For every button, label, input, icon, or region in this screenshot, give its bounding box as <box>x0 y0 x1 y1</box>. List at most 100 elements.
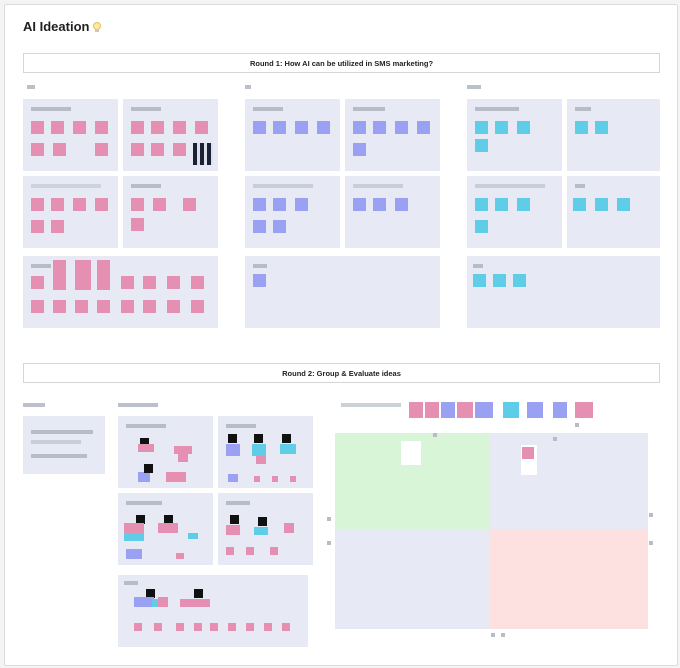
sticky-note[interactable] <box>191 276 204 289</box>
sticky-note[interactable] <box>475 198 488 211</box>
sticky-note[interactable] <box>573 198 586 211</box>
sticky-note[interactable] <box>226 444 240 456</box>
sticky-note[interactable] <box>246 623 254 631</box>
sticky-note[interactable] <box>138 444 154 452</box>
sticky-note[interactable] <box>295 121 308 134</box>
sticky-note[interactable] <box>131 121 144 134</box>
cluster-blue-5[interactable] <box>245 256 440 328</box>
sticky-note[interactable] <box>273 198 286 211</box>
cluster-pink-4[interactable] <box>123 176 218 248</box>
sticky-note[interactable] <box>173 143 186 156</box>
sticky-note[interactable] <box>31 143 44 156</box>
sticky-note[interactable] <box>134 623 142 631</box>
sticky-note[interactable] <box>575 121 588 134</box>
sticky-note[interactable] <box>517 198 530 211</box>
sticky-note[interactable] <box>126 549 142 559</box>
cluster-cyan-3[interactable] <box>467 176 562 248</box>
sticky-note[interactable] <box>254 476 260 482</box>
sticky-note[interactable] <box>595 121 608 134</box>
sticky-note[interactable] <box>143 276 156 289</box>
whiteboard-canvas[interactable]: AI Ideation Round 1: How AI can be utili… <box>4 4 678 666</box>
sticky-note[interactable] <box>31 198 44 211</box>
sticky-note[interactable] <box>51 198 64 211</box>
sticky-note[interactable] <box>595 198 608 211</box>
sticky-note[interactable] <box>495 121 508 134</box>
sticky-note[interactable] <box>158 597 168 607</box>
sticky-note[interactable] <box>273 121 286 134</box>
sticky-note[interactable] <box>425 402 439 418</box>
sticky-note[interactable] <box>228 623 236 631</box>
sticky-note[interactable] <box>272 476 278 482</box>
cluster-blue-4[interactable] <box>345 176 440 248</box>
sticky-note[interactable] <box>517 121 530 134</box>
sticky-note[interactable] <box>228 474 238 482</box>
group-cluster-5[interactable] <box>118 575 308 647</box>
sticky-note[interactable] <box>527 402 543 418</box>
sticky-note[interactable] <box>95 121 108 134</box>
sticky-note[interactable] <box>495 198 508 211</box>
sticky-note[interactable] <box>475 121 488 134</box>
sticky-note[interactable] <box>373 121 386 134</box>
quadrant-bottom-right[interactable] <box>490 529 648 629</box>
sticky-note[interactable] <box>290 476 296 482</box>
sticky-note[interactable] <box>253 121 266 134</box>
sticky-note[interactable] <box>409 402 423 418</box>
sticky-note[interactable] <box>295 198 308 211</box>
group-cluster-4[interactable] <box>218 493 313 565</box>
sticky-note[interactable] <box>254 527 268 535</box>
sticky-note[interactable] <box>73 198 86 211</box>
cluster-blue-3[interactable] <box>245 176 340 248</box>
sticky-note[interactable] <box>121 276 134 289</box>
sticky-note[interactable] <box>31 300 44 313</box>
sticky-note[interactable] <box>373 198 386 211</box>
sticky-note[interactable] <box>503 402 519 418</box>
sticky-note[interactable] <box>174 446 192 454</box>
sticky-note[interactable] <box>154 623 162 631</box>
sticky-note[interactable] <box>273 220 286 233</box>
sticky-note[interactable] <box>210 623 218 631</box>
sticky-note[interactable] <box>284 523 294 533</box>
sticky-note[interactable] <box>151 143 164 156</box>
sticky-note[interactable] <box>75 300 88 313</box>
group-cluster-3[interactable] <box>118 493 213 565</box>
sticky-note[interactable] <box>475 220 488 233</box>
group-cluster-2[interactable] <box>218 416 313 488</box>
quadrant-top-right[interactable] <box>490 433 648 529</box>
sticky-note[interactable] <box>493 274 506 287</box>
cluster-pink-5[interactable] <box>23 256 218 328</box>
sticky-note[interactable] <box>253 198 266 211</box>
group-cluster-1[interactable] <box>118 416 213 488</box>
sticky-note[interactable] <box>353 198 366 211</box>
sticky-note[interactable] <box>188 533 198 539</box>
sticky-note[interactable] <box>475 139 488 152</box>
sticky-note[interactable] <box>270 547 278 555</box>
sticky-note[interactable] <box>131 218 144 231</box>
sticky-note[interactable] <box>138 472 150 482</box>
image-thumbnail[interactable] <box>193 143 213 165</box>
sticky-note[interactable] <box>73 121 86 134</box>
sticky-note[interactable] <box>131 198 144 211</box>
instructions-card[interactable] <box>23 416 105 474</box>
quadrant-bottom-left[interactable] <box>335 529 490 629</box>
sticky-note[interactable] <box>143 300 156 313</box>
sticky-note[interactable] <box>441 402 455 418</box>
sticky-note[interactable] <box>191 300 204 313</box>
sticky-note[interactable] <box>53 300 66 313</box>
sticky-note[interactable] <box>151 121 164 134</box>
sticky-note[interactable] <box>95 143 108 156</box>
sticky-note[interactable] <box>95 198 108 211</box>
sticky-note[interactable] <box>617 198 630 211</box>
sticky-note[interactable] <box>31 121 44 134</box>
sticky-note[interactable] <box>252 444 266 456</box>
sticky-note[interactable] <box>417 121 430 134</box>
sticky-note[interactable] <box>246 547 254 555</box>
sticky-note[interactable] <box>75 260 91 290</box>
sticky-note[interactable] <box>264 623 272 631</box>
sticky-note[interactable] <box>253 220 266 233</box>
sticky-note[interactable] <box>513 274 526 287</box>
sticky-note[interactable] <box>195 121 208 134</box>
cluster-pink-1[interactable] <box>23 99 118 171</box>
sticky-note[interactable] <box>183 198 196 211</box>
sticky-note[interactable] <box>31 276 44 289</box>
cluster-cyan-5[interactable] <box>467 256 660 328</box>
